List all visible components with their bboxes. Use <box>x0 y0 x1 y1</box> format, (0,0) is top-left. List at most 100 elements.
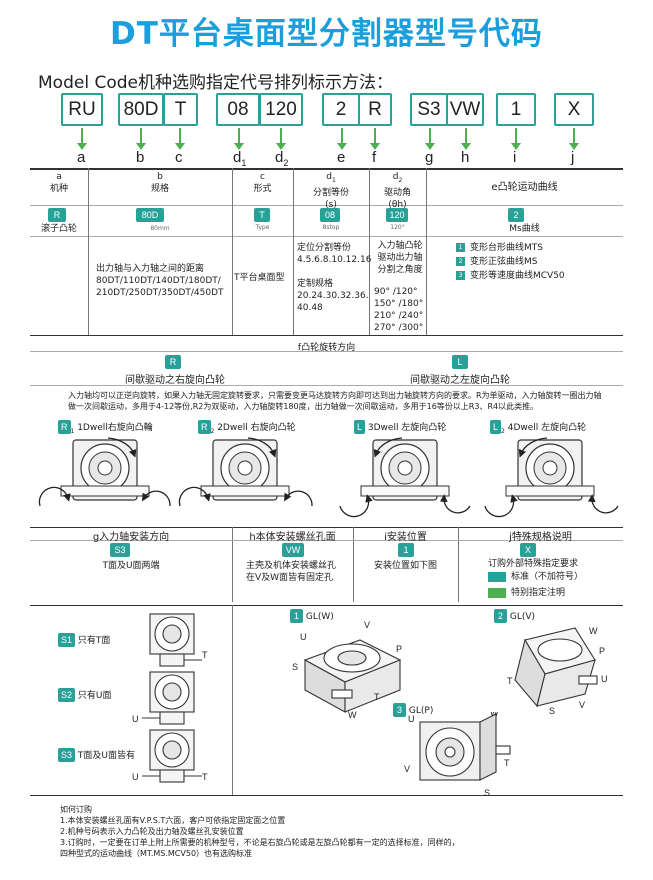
page-subtitle: Model Code机种选购指定代号排列标示方法： <box>38 73 393 93</box>
desc-b: 出力轴与入力轴之间的距离 80DT/110DT/140DT/180DT/ 210… <box>96 264 224 298</box>
letter-h: h <box>461 149 470 166</box>
arrow-f <box>370 128 380 150</box>
options-divider <box>353 527 354 602</box>
letter-d1: d1 <box>233 149 247 168</box>
mount-bottom-rule <box>30 795 623 796</box>
table-col-divider <box>232 168 233 335</box>
options-divider <box>458 527 459 602</box>
arrow-h <box>461 128 471 150</box>
gl2-t: T <box>507 676 513 686</box>
mount-s2: S2 只有U面 <box>58 688 111 702</box>
arrow-d1 <box>234 128 244 150</box>
code-box-g: S3 <box>410 93 448 126</box>
letter-c: c <box>175 149 183 166</box>
order-notes: 如何订购 1.本体安装螺丝孔面有V.P.S.T六面，客户可依指定固定面之位置 2… <box>60 804 460 859</box>
gl2-s: S <box>549 706 555 715</box>
notes-title: 如何订购 <box>60 805 92 814</box>
rotation-rule <box>30 351 623 352</box>
note-1: 1.本体安装螺丝孔面有V.P.S.T六面，客户可依指定固定面之位置 <box>60 816 286 825</box>
code-box-c: T <box>163 93 198 126</box>
option-j-badge: X <box>520 543 536 557</box>
option-i-desc: 安装位置如下图 <box>373 561 437 571</box>
d2-angles: 90° /120°150° /180°210° /240°270° /300° <box>374 287 424 333</box>
mount-s1-t: T <box>202 650 208 660</box>
col-e-head: e凸轮运动曲线 <box>491 182 558 193</box>
options-top-rule <box>30 527 623 528</box>
letter-b: b <box>136 149 145 166</box>
option-g-head: g入力轴安装方向 <box>92 532 170 543</box>
desc-c: T平台桌面型 <box>234 273 285 283</box>
gl2-v: V <box>579 700 585 710</box>
gl1-t: T <box>374 692 380 702</box>
code-box-h: VW <box>446 93 484 126</box>
gl1-label: 1 GL(W) <box>290 609 334 623</box>
badge-d2: 120 <box>386 208 408 222</box>
gl1-diagram: U V P S T W <box>292 620 402 720</box>
gl3-s: S <box>484 788 490 797</box>
gl2-diagram: W P U V S T <box>507 626 608 715</box>
page-title: DT平台桌面型分割器型号代码 <box>110 16 543 52</box>
value-a: 滚子凸轮 <box>40 224 77 234</box>
option-i-head: i安装位置 <box>384 532 427 543</box>
letter-j: j <box>571 149 575 166</box>
table-col-divider <box>369 168 370 335</box>
option-j-special: 特别指定注明 <box>488 587 623 599</box>
note-4: 四种型式的运动曲线（MT.MS.MCV50）也有选购标准 <box>60 849 253 858</box>
gl2-label: 2 GL(V) <box>494 609 535 623</box>
gl2-u: U <box>601 674 608 684</box>
table-head-rule <box>30 205 623 206</box>
table-col-divider <box>293 168 294 335</box>
letter-g: g <box>425 149 434 166</box>
mount-s3-t: T <box>202 772 208 782</box>
value-c: Type <box>255 224 270 231</box>
rotation-item-3: L 3Dwell 左旋向凸轮 <box>354 420 446 434</box>
option-g-badge: S3 <box>110 543 130 557</box>
table-badge-rule <box>30 236 623 237</box>
code-box-f: R <box>358 93 392 126</box>
arrow-j <box>569 128 579 150</box>
arrow-g <box>425 128 435 150</box>
mount-s-diagrams: T U U T <box>132 613 208 783</box>
code-box-d1: 08 <box>216 93 260 126</box>
mount-s3-u: U <box>132 772 139 782</box>
note-3: 3.订购时，一定要在订单上附上所需要的机种型号，不论是右旋凸轮或是左旋凸轮都有一… <box>60 838 460 847</box>
desc-d1-b: 定制规格 20.24.30.32.36. 40.48 <box>297 279 369 313</box>
mount-s2-u: U <box>132 714 139 724</box>
badge-d1: 08 <box>320 208 340 222</box>
value-e: Ms曲线 <box>509 224 540 234</box>
code-box-a: RU <box>61 93 103 126</box>
gl1-v: V <box>364 620 370 630</box>
options-head-rule <box>30 540 623 541</box>
gl3-w: W <box>490 712 499 718</box>
table-bottom-rule <box>30 335 623 336</box>
option-j-desc: 订购外部特殊指定要求 <box>488 559 579 569</box>
option-j-head: j特殊规格说明 <box>509 532 572 543</box>
gl1-u: U <box>300 632 307 642</box>
mount-divider <box>232 605 233 795</box>
table-col-divider <box>426 168 427 335</box>
gl1-w: W <box>348 710 357 720</box>
rotation-label-r: 间歇驱动之右旋向凸轮 <box>125 375 225 386</box>
letter-f: f <box>372 149 377 166</box>
value-b: 80mm <box>150 225 170 232</box>
gl2-p: P <box>599 646 605 656</box>
letter-d2: d2 <box>275 149 289 168</box>
value-d2: 120° <box>390 224 405 231</box>
arrow-e <box>337 128 347 150</box>
badge-b: 80D <box>136 208 164 222</box>
rotation-rule-2 <box>30 385 623 386</box>
code-box-i: 1 <box>496 93 536 126</box>
mount-s3: S3 T面及U面皆有 <box>58 748 135 762</box>
value-d1: 8stop <box>322 224 340 231</box>
arrow-d2 <box>276 128 286 150</box>
gl3-v: V <box>404 764 410 774</box>
gl3-label: 3 GL(P) <box>393 703 433 717</box>
option-g-desc: T面及U面两端 <box>102 561 160 571</box>
letter-a: a <box>77 149 86 166</box>
gl3-u: U <box>408 714 415 724</box>
